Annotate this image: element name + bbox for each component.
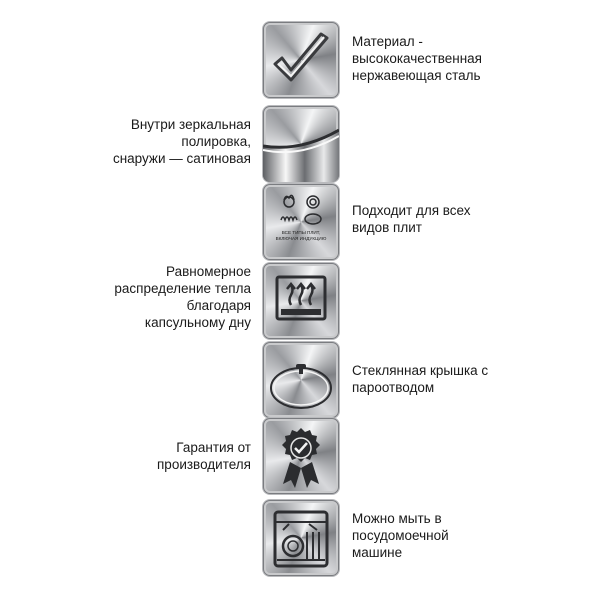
checkmark-icon xyxy=(273,32,329,82)
feature-tile-heat xyxy=(263,263,339,339)
mirror-pan-icon xyxy=(263,128,339,182)
feature-tile-stoves: ВСЕ ТИПЫ ПЛИТ, ВКЛЮЧАЯ ИНДУКЦИЮ xyxy=(263,184,339,260)
heat-distribution-icon xyxy=(275,275,327,321)
feature-caption-dishwasher: Можно мыть в посудомоечной машине xyxy=(352,511,449,560)
feature-caption-stoves: Подходит для всех видов плит xyxy=(352,203,471,235)
warranty-badge-icon xyxy=(282,428,320,488)
feature-caption-warranty: Гарантия от производителя xyxy=(157,440,251,472)
feature-caption-lid: Стеклянная крышка с пароотводом xyxy=(352,363,489,395)
feature-tile-warranty xyxy=(263,418,339,494)
stovetops-icon-text-2: ВКЛЮЧАЯ ИНДУКЦИЮ xyxy=(276,236,327,241)
glass-lid-icon xyxy=(270,364,332,409)
dishwasher-icon xyxy=(273,510,329,568)
stovetops-icon-text-1: ВСЕ ТИПЫ ПЛИТ, xyxy=(282,230,321,235)
feature-tile-dishwasher xyxy=(263,500,339,576)
stovetops-icon: ВСЕ ТИПЫ ПЛИТ, ВКЛЮЧАЯ ИНДУКЦИЮ xyxy=(276,194,327,241)
feature-tile-material xyxy=(263,22,339,98)
feature-caption-material: Материал - высококачественная нержавеюща… xyxy=(352,34,482,83)
feature-caption-heat: Равномерное распределение тепла благодар… xyxy=(114,264,251,330)
feature-caption-polish: Внутри зеркальная полировка, снаружи — с… xyxy=(112,117,251,166)
feature-tile-polish xyxy=(263,106,339,182)
feature-tile-lid xyxy=(263,342,339,418)
